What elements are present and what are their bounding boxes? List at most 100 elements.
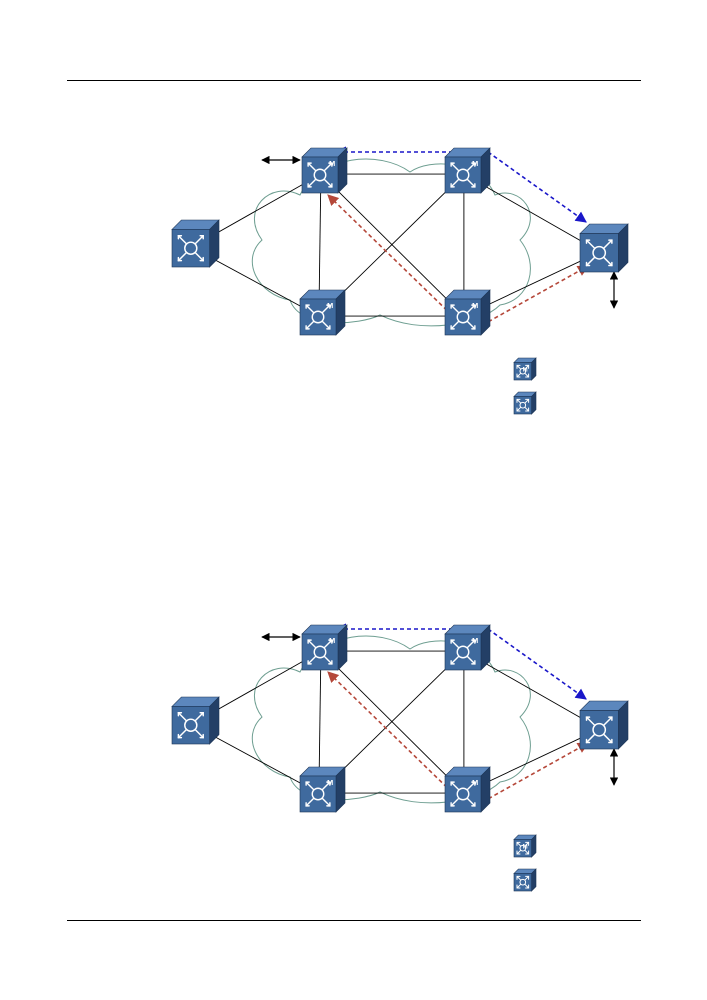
switch-glyph-spoke bbox=[305, 781, 315, 791]
switch-glyph-spoke bbox=[524, 883, 530, 889]
switch-glyph-arrowhead bbox=[471, 183, 476, 188]
switch-glyph-arrowhead bbox=[328, 183, 333, 188]
switch-glyph-spoke bbox=[450, 639, 460, 649]
switch-glyph-spoke bbox=[466, 320, 476, 330]
network-cloud bbox=[251, 635, 531, 804]
switch-glyph-spoke bbox=[516, 372, 522, 378]
marked-switch-icon: M bbox=[513, 834, 537, 858]
switch-glyph-arrowhead bbox=[525, 884, 530, 889]
left-device-front bbox=[171, 706, 210, 745]
left-device-front bbox=[171, 229, 210, 268]
switch-glyph-arrowhead bbox=[585, 261, 591, 267]
switch-glyph-spoke bbox=[466, 162, 476, 172]
switch-glyph-arrowhead bbox=[608, 716, 613, 721]
switch-glyph-icon bbox=[585, 716, 613, 744]
switch-glyph-arrowhead bbox=[516, 398, 521, 403]
switch-glyph-ring bbox=[592, 722, 607, 737]
switch-glyph-spoke bbox=[307, 655, 317, 665]
switch-glyph-spoke bbox=[524, 875, 530, 881]
switch-glyph-arrowhead bbox=[450, 660, 455, 665]
switch-glyph-ring bbox=[313, 168, 327, 182]
switch-glyph-arrowhead bbox=[585, 716, 591, 721]
switch-glyph-spoke bbox=[466, 304, 476, 314]
switch-glyph-arrowhead bbox=[608, 239, 613, 244]
switch-glyph-arrowhead bbox=[177, 235, 183, 240]
switch-glyph-arrowhead bbox=[307, 183, 312, 188]
left-device bbox=[171, 219, 220, 268]
switch-glyph-spoke bbox=[323, 639, 333, 649]
switch-glyph-ring bbox=[184, 718, 198, 732]
switch-glyph-ring bbox=[313, 645, 327, 659]
switch-glyph-spoke bbox=[524, 406, 530, 412]
switch-glyph-ring bbox=[592, 245, 607, 260]
switch-glyph-spoke bbox=[450, 797, 460, 807]
switch-glyph-arrowhead bbox=[305, 325, 310, 330]
switch-glyph-spoke bbox=[321, 320, 331, 330]
switch-marker: M bbox=[523, 844, 528, 850]
plain-switch-icon bbox=[513, 868, 537, 892]
bottom-left-node: M bbox=[299, 289, 346, 336]
backup-path bbox=[327, 194, 463, 326]
switch-glyph-arrowhead bbox=[305, 781, 310, 786]
switch-glyph-spoke bbox=[603, 716, 613, 726]
switch-glyph-spoke bbox=[466, 781, 476, 791]
switch-glyph-arrowhead bbox=[305, 802, 310, 807]
switch-glyph-spoke bbox=[585, 733, 596, 744]
plain-switch-icon bbox=[513, 391, 537, 415]
header-rule bbox=[67, 80, 641, 81]
switch-glyph-arrowhead bbox=[326, 781, 331, 786]
top-right-node: M bbox=[444, 147, 491, 194]
switch-glyph-arrowhead bbox=[516, 841, 521, 846]
switch-glyph-spoke bbox=[307, 178, 317, 188]
switch-glyph-spoke bbox=[194, 235, 204, 245]
switch-glyph-arrowhead bbox=[471, 781, 476, 786]
switch-glyph-arrowhead bbox=[525, 875, 530, 880]
switch-glyph-icon bbox=[516, 364, 530, 378]
primary-path bbox=[487, 151, 587, 223]
switch-marker: M bbox=[472, 159, 478, 168]
switch-glyph-arrowhead bbox=[450, 802, 455, 807]
right-device bbox=[579, 700, 629, 750]
switch-glyph-spoke bbox=[305, 320, 315, 330]
switch-glyph-spoke bbox=[177, 252, 187, 262]
switch-glyph-arrowhead bbox=[525, 398, 530, 403]
switch-glyph-arrowhead bbox=[471, 660, 476, 665]
switch-glyph-spoke bbox=[516, 841, 522, 847]
switch-glyph-spoke bbox=[450, 178, 460, 188]
switch-glyph-arrowhead bbox=[525, 841, 530, 846]
switch-glyph-icon bbox=[516, 841, 530, 855]
switch-glyph-spoke bbox=[603, 733, 613, 744]
right-device bbox=[579, 223, 629, 273]
switch-glyph-ring bbox=[311, 310, 325, 324]
switch-glyph-arrowhead bbox=[199, 712, 204, 717]
switch-glyph-ring bbox=[184, 241, 198, 255]
bottom-left-node: M bbox=[299, 766, 346, 813]
switch-glyph-arrowhead bbox=[328, 639, 333, 644]
switch-glyph-arrowhead bbox=[585, 239, 591, 244]
switch-glyph-spoke bbox=[466, 178, 476, 188]
switch-glyph-spoke bbox=[516, 883, 522, 889]
switch-glyph-spoke bbox=[603, 239, 613, 249]
switch-glyph-icon bbox=[450, 304, 476, 330]
switch-glyph-arrowhead bbox=[199, 235, 204, 240]
switch-glyph-arrowhead bbox=[471, 802, 476, 807]
switch-glyph-spoke bbox=[305, 304, 315, 314]
switch-glyph-arrowhead bbox=[307, 639, 312, 644]
switch-glyph-arrowhead bbox=[450, 325, 455, 330]
switch-glyph-spoke bbox=[585, 716, 596, 726]
switch-glyph-spoke bbox=[450, 781, 460, 791]
switch-glyph-icon bbox=[585, 239, 613, 267]
footer-rule bbox=[67, 920, 641, 921]
switch-glyph-icon bbox=[307, 162, 333, 188]
switch-glyph-ring bbox=[519, 878, 527, 886]
switch-glyph-ring bbox=[456, 645, 470, 659]
switch-glyph-arrowhead bbox=[516, 850, 521, 855]
switch-marker: M bbox=[472, 778, 478, 787]
switch-glyph-arrowhead bbox=[199, 256, 204, 262]
switch-glyph-icon bbox=[177, 712, 204, 739]
switch-glyph-spoke bbox=[585, 239, 596, 249]
switch-glyph-arrowhead bbox=[525, 373, 530, 378]
switch-glyph-spoke bbox=[466, 639, 476, 649]
switch-glyph-spoke bbox=[307, 162, 317, 172]
switch-glyph-icon bbox=[307, 639, 333, 665]
